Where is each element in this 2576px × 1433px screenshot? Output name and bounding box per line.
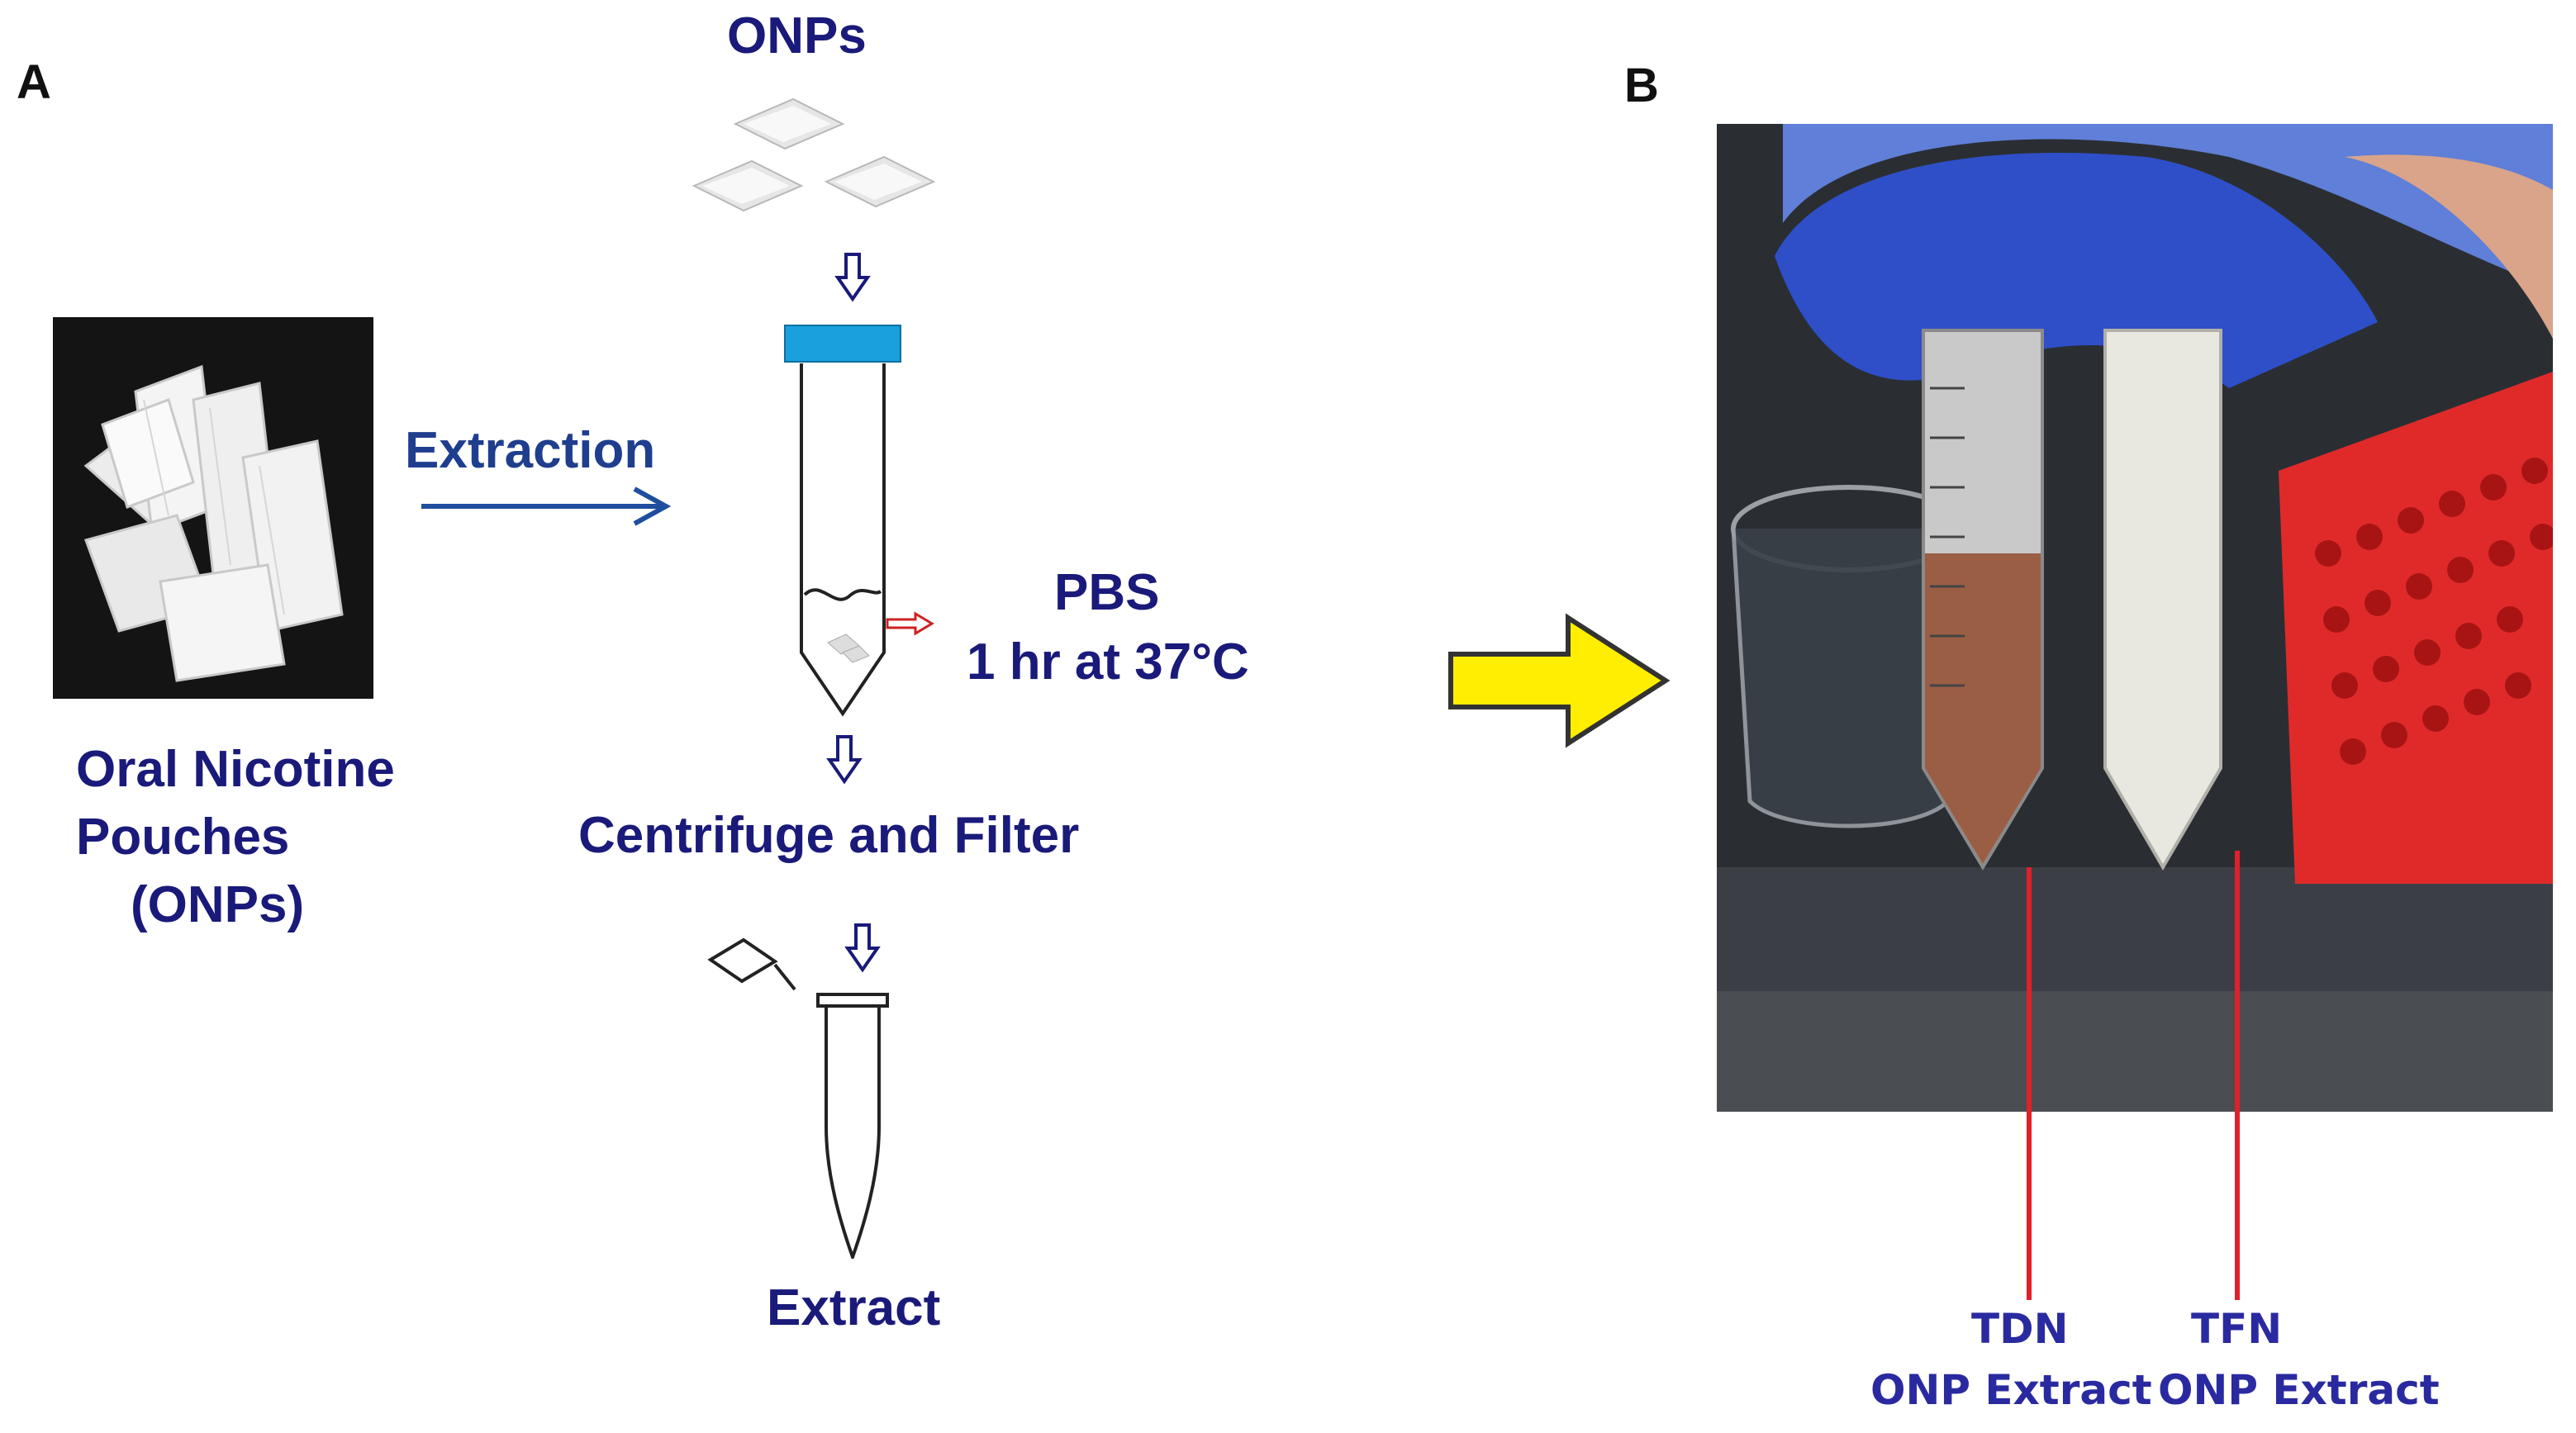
pouches-photo <box>53 317 373 699</box>
eppendorf-tube <box>707 937 889 1259</box>
onps-title: ONPs <box>727 7 867 64</box>
tubes-photo <box>1717 124 2553 1112</box>
down-arrow-icon-2 <box>826 735 863 785</box>
centrifuge-tube <box>784 325 901 717</box>
pouches-label-line1: Oral Nicotine <box>76 741 395 798</box>
extract-label: Extract <box>767 1279 941 1336</box>
panel-a-letter: A <box>17 55 51 109</box>
panel-b-letter: B <box>1624 59 1659 112</box>
tdn-extract-label: ONP Extract <box>1870 1366 2152 1414</box>
pointer-lines <box>2027 1112 2240 1300</box>
tdn-label: TDN <box>1971 1305 2069 1353</box>
extraction-arrow-icon <box>421 486 672 526</box>
down-arrow-icon-1 <box>834 253 871 302</box>
pbs-pointer-arrow-icon <box>886 611 934 636</box>
pouches-label-line2: Pouches <box>76 809 290 866</box>
yellow-arrow-icon <box>1448 613 1671 748</box>
tfn-label: TFN <box>2191 1305 2283 1353</box>
pbs-label: PBS <box>1054 564 1160 621</box>
incubation-label: 1 hr at 37°C <box>967 633 1249 690</box>
small-pouches-icon <box>692 97 936 212</box>
pouches-label-line3: (ONPs) <box>131 876 305 933</box>
centrifuge-filter-label: Centrifuge and Filter <box>578 807 1080 864</box>
down-arrow-icon-3 <box>844 923 881 973</box>
tfn-extract-label: ONP Extract <box>2158 1366 2440 1414</box>
extraction-label: Extraction <box>405 422 656 479</box>
